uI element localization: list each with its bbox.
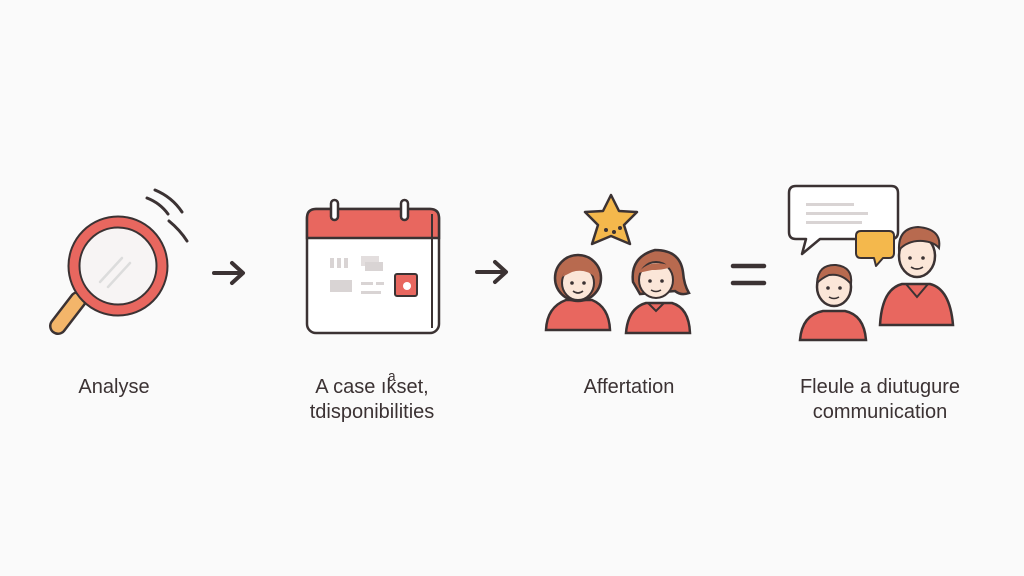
step-3-label: Affertation [584, 375, 675, 400]
step-2-label-line-2: tdisponibilities [309, 401, 435, 423]
magnifier-icon [49, 188, 189, 335]
equals-icon [730, 263, 767, 286]
calendar-icon [305, 198, 441, 335]
step-4-label: Fleule a diutugure communication [800, 375, 960, 425]
small-chat-bubble-icon [855, 230, 895, 267]
person-left [544, 253, 612, 332]
step-3-label-line-1: Affertation [583, 376, 675, 398]
arrow-right-icon [212, 261, 245, 285]
step-4-label-line-2: communication [812, 401, 948, 423]
step-2-label-line-1: A case ıkͣset, [315, 376, 429, 398]
person-front [798, 263, 868, 342]
step-1-label-line-1: Analyse [78, 376, 150, 398]
team-star-icon [544, 193, 692, 335]
step-2-label: A case ıkͣset, tdisponibilities [310, 375, 435, 425]
arrow-right-icon [475, 260, 508, 284]
step-4-label-line-1: Fleule a diutugure [799, 376, 961, 398]
person-right [624, 248, 692, 335]
chat-people-icon [787, 184, 955, 342]
person-back [878, 225, 955, 327]
step-1-label: Analyse [78, 375, 149, 400]
star-icon [583, 193, 639, 246]
